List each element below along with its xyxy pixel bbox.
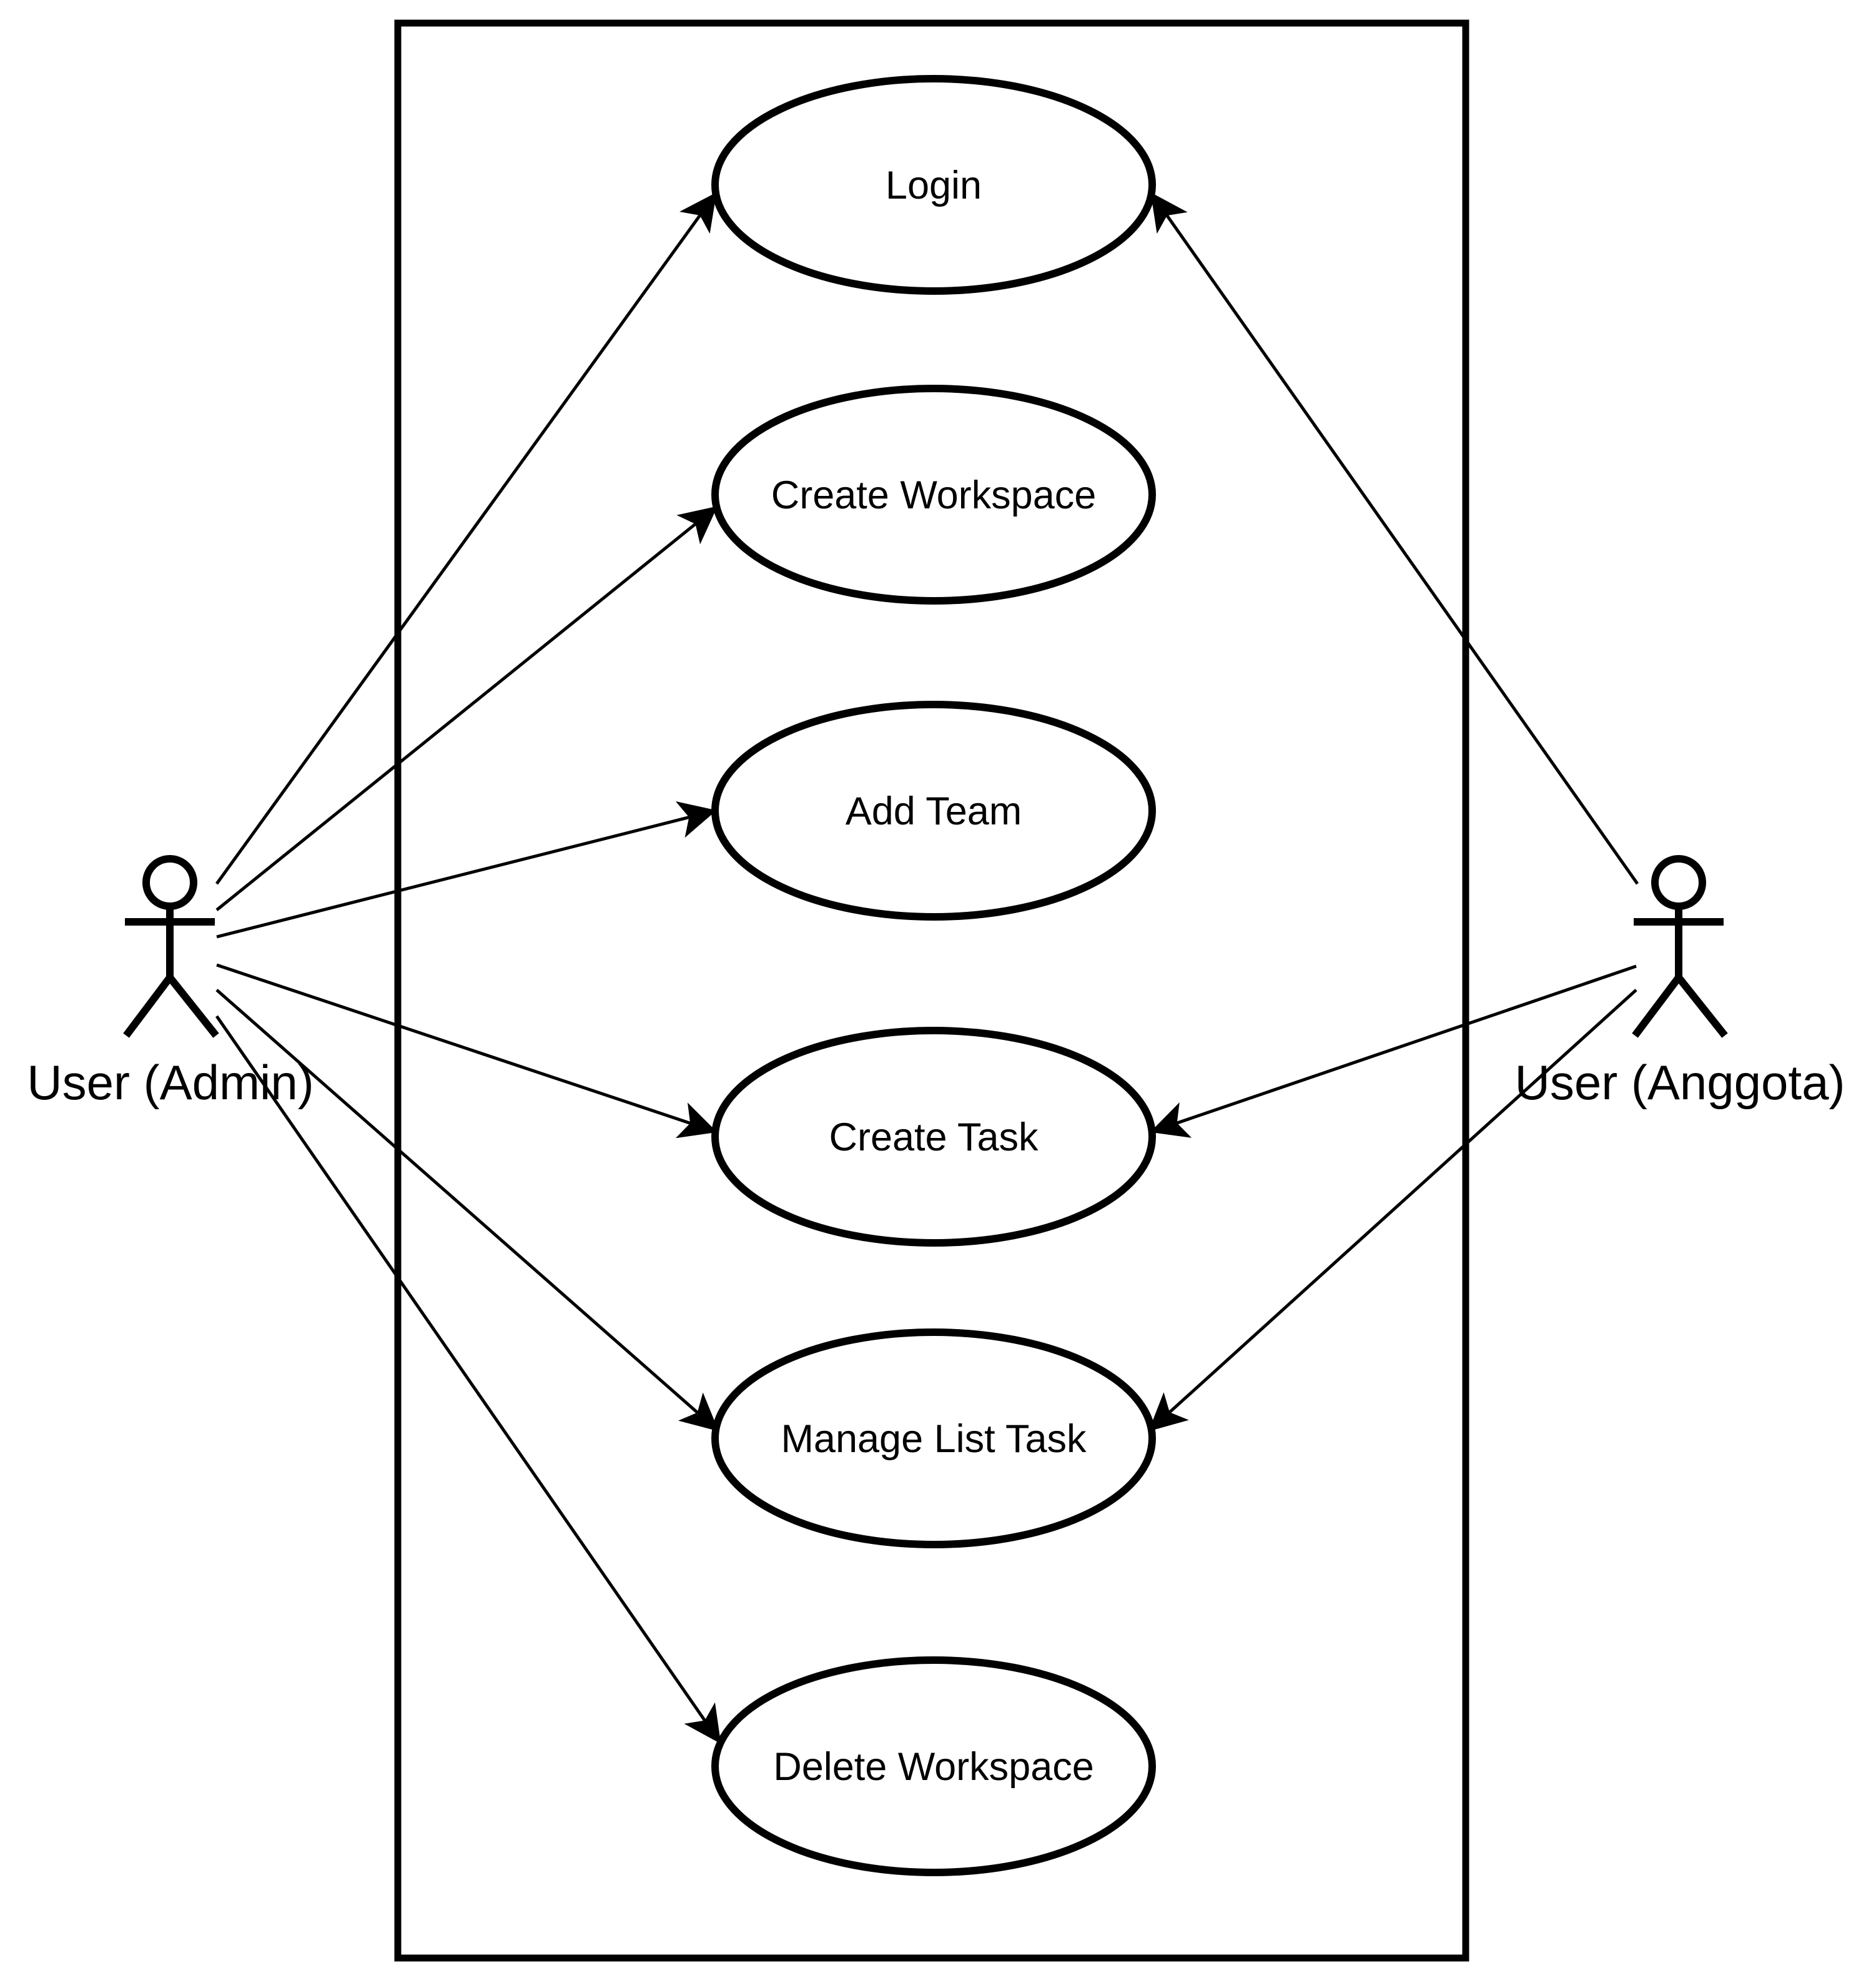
association-admin-create-task <box>216 963 718 1139</box>
actor-admin: User (Admin) <box>27 855 314 1110</box>
association-anggota-create-task <box>1150 964 1637 1138</box>
association-anggota-manage-list-task <box>1148 989 1637 1432</box>
usecase-create-task: Create Task <box>711 1027 1156 1247</box>
actor-anggota-head <box>1651 855 1706 910</box>
actor-anggota-figure-icon <box>1632 855 1728 1038</box>
association-admin-add-team <box>216 801 717 939</box>
actor-anggota-right-leg <box>1676 975 1728 1038</box>
actor-admin-right-leg <box>167 975 219 1038</box>
actor-admin-figure-icon <box>123 855 219 1038</box>
usecase-manage-list-task-label: Manage List Task <box>781 1417 1087 1461</box>
actor-anggota-left-leg <box>1632 975 1682 1038</box>
actor-anggota: User (Anggota) <box>1515 855 1845 1110</box>
association-admin-manage-list-task <box>215 989 719 1432</box>
association-admin-delete-workspace <box>215 1015 722 1744</box>
actor-admin-label: User (Admin) <box>27 1055 313 1110</box>
usecase-add-team-label: Add Team <box>846 789 1022 833</box>
usecase-manage-list-task: Manage List Task <box>711 1328 1156 1548</box>
usecase-delete-workspace-ellipse <box>711 1656 1156 1876</box>
actor-anggota-label: User (Anggota) <box>1515 1055 1845 1110</box>
usecase-add-team: Add Team <box>711 701 1156 921</box>
usecase-delete-workspace: Delete Workspace <box>711 1656 1156 1876</box>
usecase-manage-list-task-ellipse <box>711 1328 1156 1548</box>
system-boundary-box <box>394 19 1469 1962</box>
usecase-create-task-label: Create Task <box>829 1115 1039 1159</box>
actor-admin-head <box>142 855 197 910</box>
actor-admin-left-leg <box>123 975 173 1038</box>
usecase-create-workspace-label: Create Workspace <box>771 473 1097 517</box>
usecase-create-workspace-ellipse <box>711 385 1156 605</box>
usecase-add-team-ellipse <box>711 701 1156 921</box>
usecase-create-workspace: Create Workspace <box>711 385 1156 605</box>
usecase-create-task-ellipse <box>711 1027 1156 1247</box>
usecase-login: Login <box>711 75 1156 295</box>
usecase-login-label: Login <box>886 164 982 207</box>
association-anggota-login <box>1150 192 1639 885</box>
usecase-delete-workspace-label: Delete Workspace <box>773 1745 1094 1789</box>
association-admin-login <box>215 192 718 885</box>
usecase-login-ellipse <box>711 75 1156 295</box>
association-admin-create-workspace <box>215 506 718 911</box>
